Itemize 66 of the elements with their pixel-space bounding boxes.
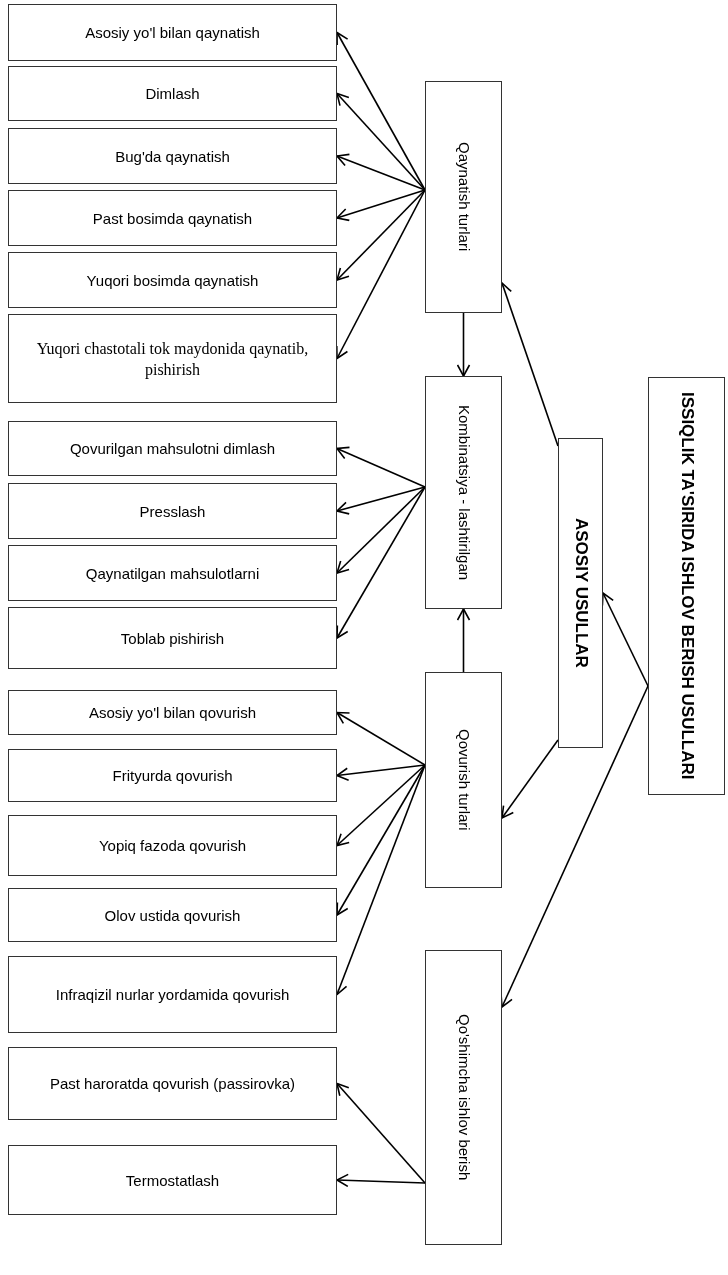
box-label: Bug'da qaynatish [115, 146, 230, 167]
arrow [336, 711, 426, 766]
box-label: Frityurda qovurish [112, 766, 233, 786]
box-label: Yuqori bosimda qaynatish [86, 270, 259, 291]
category-box [648, 377, 725, 795]
box-label: Dimlash [145, 84, 200, 104]
category-box [558, 438, 603, 748]
arrow [500, 685, 649, 1008]
box-label: Termostatlash [125, 1170, 220, 1191]
box-label: ISSIQLIK TA'SIRIDA ISHLOV BERISH USULLARI [676, 392, 698, 780]
arrow [336, 764, 426, 847]
box-label: Infraqizil nurlar yordamida qovurish [55, 985, 290, 1005]
method-box [8, 545, 337, 601]
box-label: Past haroratda qovurish (passirovka) [49, 1074, 296, 1094]
method-box [8, 1145, 337, 1215]
box-label: Qovurilgan mahsulotni dimlash [69, 439, 276, 459]
method-box [8, 956, 337, 1033]
method-box [8, 888, 337, 942]
method-box [8, 815, 337, 876]
method-box [8, 690, 337, 735]
box-label: Presslash [139, 501, 206, 522]
arrow [336, 486, 426, 574]
box-label: Qaynatish turlari [454, 142, 474, 252]
box-label: Yopiq fazoda qovurish [98, 836, 247, 856]
box-label: Kombinatsiya - lashtirilgan [454, 404, 474, 581]
arrow [336, 446, 426, 488]
method-box [8, 252, 337, 308]
arrow [336, 1173, 426, 1188]
arrow [336, 486, 426, 515]
arrow [335, 189, 426, 360]
box-label: Olov ustida qovurish [104, 905, 241, 926]
method-box [8, 607, 337, 669]
box-label: Asosiy yo'l bilan qovurish [88, 703, 257, 723]
method-box [8, 421, 337, 476]
box-label: ASOSIY USULLAR [570, 518, 592, 668]
box-label: Asosiy yo'l bilan qaynatish [85, 23, 260, 43]
arrow [456, 312, 471, 377]
arrow [336, 486, 426, 639]
arrow [336, 764, 426, 781]
category-box [425, 376, 502, 609]
arrow [336, 189, 426, 222]
arrow [336, 189, 426, 281]
arrow [601, 592, 649, 687]
category-box [425, 950, 502, 1245]
arrow [336, 153, 426, 191]
box-label: Qovurish turlari [454, 729, 474, 831]
method-box [8, 190, 337, 246]
box-label: Toblab pishirish [120, 628, 225, 649]
box-label: Qaynatilgan mahsulotlarni [85, 563, 260, 584]
method-box [8, 1047, 337, 1120]
arrow [336, 1082, 426, 1184]
category-box [425, 81, 502, 313]
arrow [336, 92, 426, 191]
method-box [8, 128, 337, 184]
box-label: Yuqori chastotali tok maydonida qaynatib, pishirish [35, 338, 310, 380]
method-box [8, 314, 337, 403]
arrow [501, 739, 559, 819]
method-box [8, 4, 337, 61]
box-label: Past bosimda qaynatish [92, 208, 253, 229]
method-box [8, 66, 337, 121]
method-box [8, 483, 337, 539]
arrow [336, 764, 426, 916]
method-box [8, 749, 337, 802]
category-box [425, 672, 502, 888]
box-label: Qo'shimcha ishlov berish [454, 1014, 474, 1181]
arrow [456, 608, 471, 673]
